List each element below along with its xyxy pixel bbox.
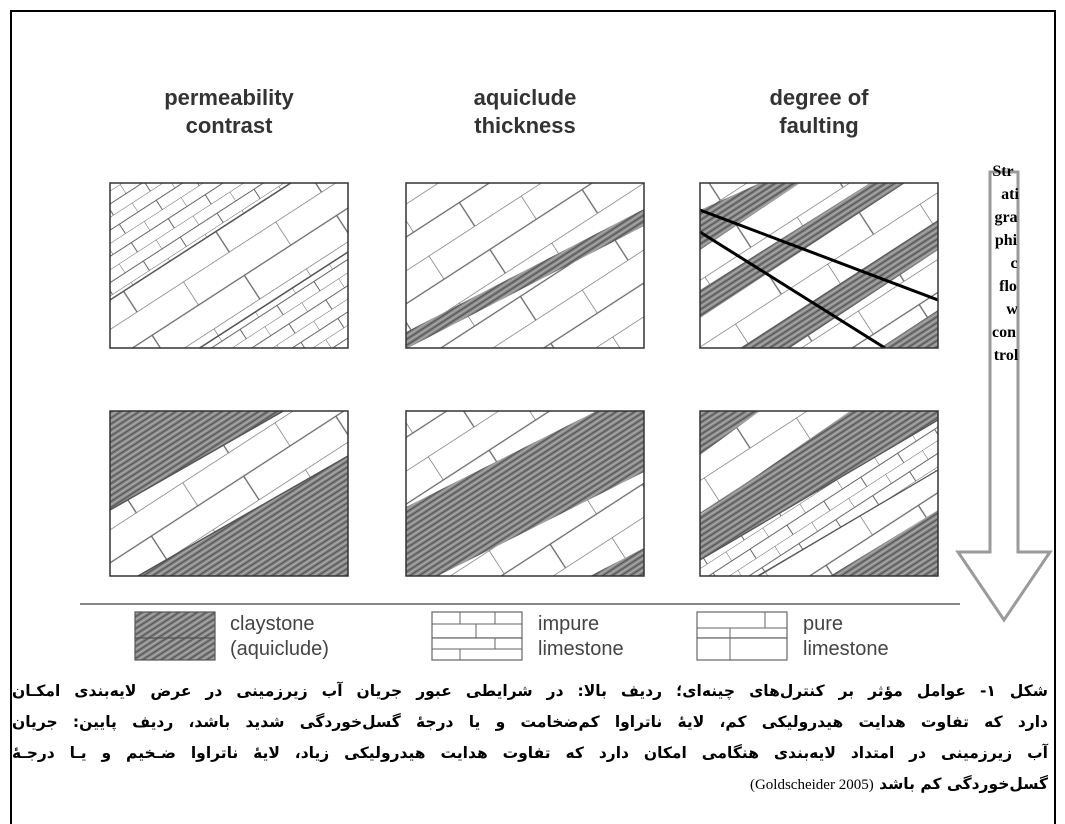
caption-line: شکل ۱- عوامل مؤثر بر کنترل‌های چینه‌ای؛ … [12,682,1049,700]
legend: claystone impure pure [134,611,843,639]
panel-top-permeability [110,183,348,348]
legend-label-pure-line1: pure [803,613,843,635]
frame-right [1054,10,1056,824]
column-header-permeability-line1: permeability [164,85,294,110]
panel-bottom-faulting [700,411,938,576]
frame-left [10,10,12,824]
legend-label-claystone-line2: (aquiclude) [230,638,329,660]
arrow-label-line: Str [992,163,1013,180]
frame-top [10,10,1056,12]
caption-line: آب زیرزمینی در امتداد لایه‌بندی هنگامی ا… [12,744,1048,762]
arrow-label-line: flo [999,278,1017,295]
column-header-permeability-line2: contrast [186,113,273,138]
arrow-label-line: phi [995,232,1018,249]
panel-top-aquiclude [406,183,644,348]
panel-top-faulting [700,183,938,348]
legend-label-pure-line2: limestone [803,638,889,660]
caption-line: دارد که تفاوت هدایت هیدرولیکی کم، لایهٔ … [12,713,1048,731]
column-header-faulting-line1: degree of [769,85,869,110]
arrow-label-line: w [1006,301,1018,318]
legend-label-impure-line1: impure [538,613,599,635]
caption-last-line-text: گسل‌خوردگی کم باشد [879,775,1048,793]
arrow-label-line: trol [994,347,1019,364]
figure-caption: شکل ۱- عوامل مؤثر بر کنترل‌های چینه‌ای؛ … [12,676,1048,801]
column-header-faulting-line2: faulting [779,113,858,138]
stratigraphic-control-diagram: permeability contrast aquiclude thicknes… [80,85,1053,639]
caption-last-line: گسل‌خوردگی کم باشد (Goldscheider 2005) [12,769,1048,801]
arrow-label: Str ati gra phi c flo w con trol [992,163,1019,364]
arrow-label-line: gra [994,209,1017,226]
arrow-label-line: con [992,324,1016,341]
legend-label-impure-line2: limestone [538,638,624,660]
column-header-aquiclude-line1: aquiclude [474,85,577,110]
panel-bottom-permeability [110,411,348,576]
legend-label-claystone-line1: claystone [230,613,315,635]
arrow-label-line: ati [1001,186,1019,203]
legend-swatch-pure-limestone [696,611,788,639]
panel-bottom-aquiclude [406,411,644,576]
legend-swatch-impure-limestone [431,611,523,639]
arrow-label-line: c [1010,255,1017,272]
caption-reference: (Goldscheider 2005) [749,777,874,793]
stratigraphic-flow-arrow [955,170,1053,623]
column-header-aquiclude-line2: thickness [474,113,576,138]
legend-swatch-claystone [134,611,216,639]
